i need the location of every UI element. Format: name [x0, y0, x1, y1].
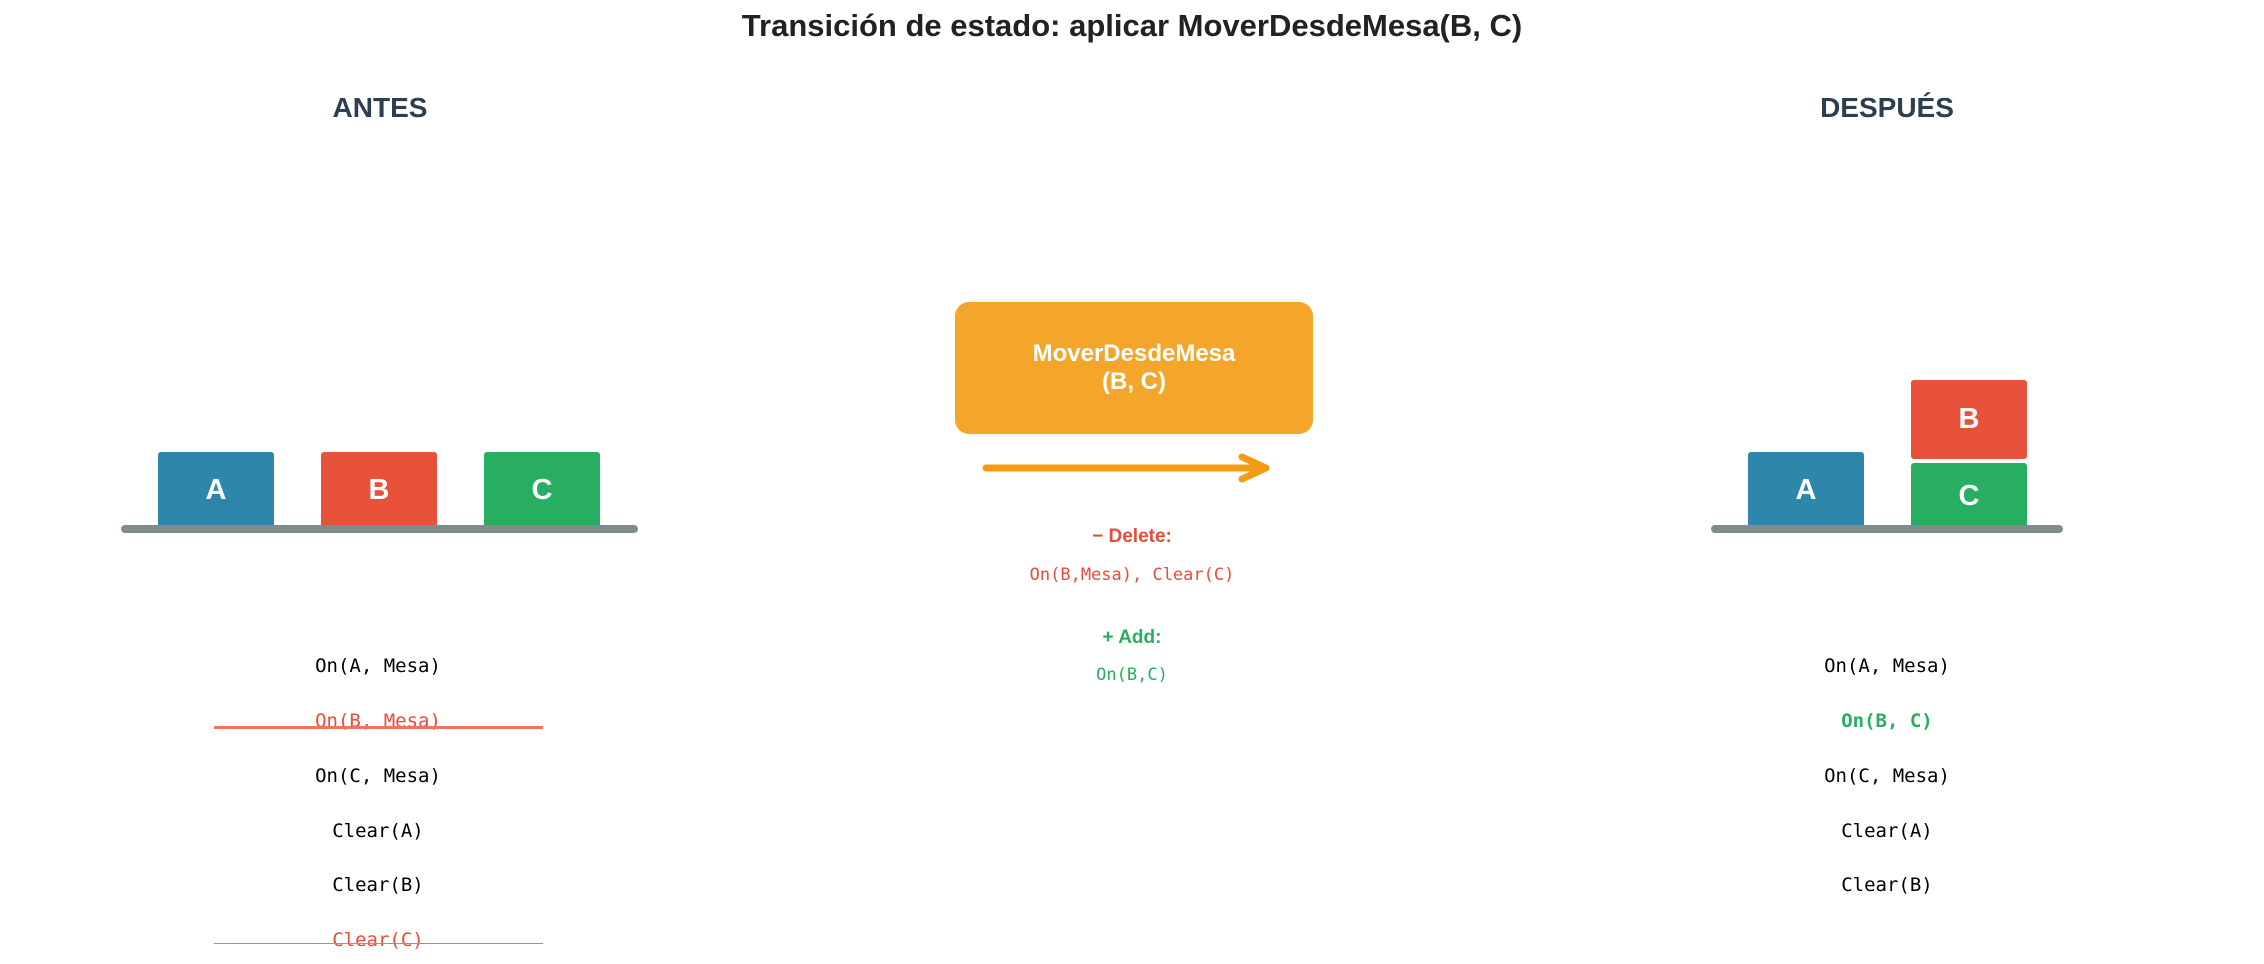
block-a-label: A [205, 474, 227, 506]
fact-item: Clear(B) [332, 874, 424, 896]
fact-item: Clear(A) [1841, 820, 1933, 842]
fact-item: On(A, Mesa) [1824, 655, 1950, 677]
block-b: B [1911, 380, 2027, 459]
block-c-label: C [1958, 479, 1980, 512]
block-c: C [1911, 463, 2027, 529]
delete-label: − Delete: [1092, 526, 1172, 547]
action-box: MoverDesdeMesa (B, C) [955, 302, 1313, 434]
block-b: B [321, 452, 437, 529]
after-heading: DESPUÉS [1820, 92, 1954, 123]
add-effects: On(B,C) [1096, 665, 1168, 685]
action-name: MoverDesdeMesa [1032, 340, 1236, 367]
strikethrough-line [214, 726, 543, 729]
add-label: + Add: [1102, 627, 1162, 648]
block-a: A [1748, 452, 1864, 529]
fact-item-added: On(B, C) [1841, 710, 1933, 732]
action-args: (B, C) [1102, 368, 1166, 395]
table-surface [1711, 525, 2063, 533]
delete-effects: On(B,Mesa), Clear(C) [1029, 565, 1235, 585]
before-heading: ANTES [332, 92, 428, 123]
fact-item: On(C, Mesa) [1824, 765, 1950, 787]
block-a: A [158, 452, 274, 529]
fact-item: Clear(A) [332, 820, 424, 842]
fact-item: On(A, Mesa) [315, 655, 441, 677]
diagram-title: Transición de estado: aplicar MoverDesde… [741, 8, 1523, 43]
fact-item: Clear(B) [1841, 874, 1933, 896]
block-a-label: A [1795, 474, 1817, 506]
block-b-label: B [1958, 403, 1980, 435]
strikethrough-line [214, 943, 543, 944]
fact-item-deleted: Clear(C) [332, 929, 424, 951]
block-c-label: C [531, 474, 553, 506]
fact-item: On(C, Mesa) [315, 765, 441, 787]
arrow-right-icon [982, 453, 1270, 483]
block-c: C [484, 452, 600, 529]
block-b-label: B [368, 474, 390, 506]
table-surface [121, 525, 638, 533]
